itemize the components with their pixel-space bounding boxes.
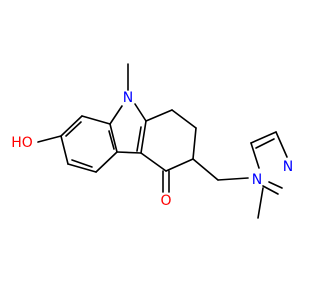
bond <box>217 177 249 181</box>
bond-double-inner <box>136 126 142 152</box>
bond <box>95 151 118 173</box>
atom-n-imidazole-3: N <box>283 159 293 175</box>
structure-canvas: N HO O N N <box>11 63 293 219</box>
bond <box>165 158 194 172</box>
bond-double-inner <box>108 130 115 150</box>
bond <box>37 135 62 143</box>
bond <box>250 142 260 169</box>
atom-hydroxyl: HO <box>11 135 33 151</box>
bond <box>145 109 173 122</box>
bond-double-inner <box>71 159 93 168</box>
bond <box>60 135 69 165</box>
bond <box>192 158 219 181</box>
bond <box>257 187 264 219</box>
atom-n-indole: N <box>123 90 133 106</box>
bond <box>192 127 197 160</box>
bond <box>262 185 279 195</box>
molecule-diagram: N HO O N N <box>11 63 293 219</box>
bond <box>60 115 83 137</box>
bond-double-inner <box>65 121 82 137</box>
atom-n-imidazole-1: N <box>252 172 262 188</box>
bonds <box>37 63 288 219</box>
bond <box>67 163 97 173</box>
bond <box>171 109 197 129</box>
bond <box>140 152 167 172</box>
bond <box>109 123 118 153</box>
bond <box>250 131 277 144</box>
bond-double-inner <box>268 181 283 189</box>
bond-double-inner <box>255 138 275 149</box>
bond <box>134 103 147 122</box>
bond <box>109 105 123 125</box>
bond <box>81 115 111 125</box>
bond <box>275 131 288 158</box>
bond <box>116 151 142 154</box>
bond <box>140 120 147 154</box>
atom-labels: N HO O N N <box>11 90 293 209</box>
atom-ketone-oxygen: O <box>160 193 171 209</box>
